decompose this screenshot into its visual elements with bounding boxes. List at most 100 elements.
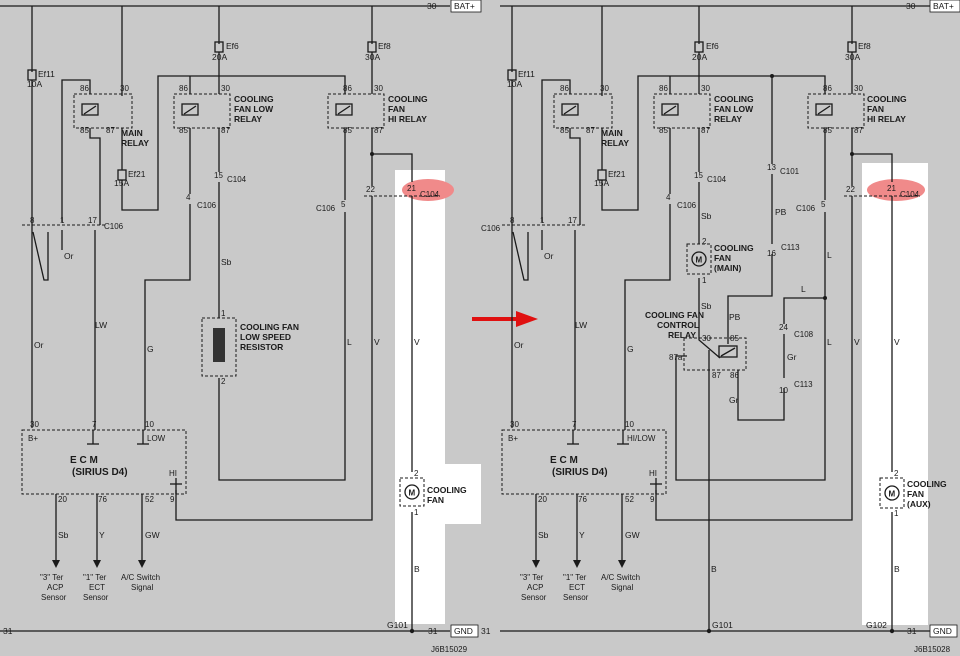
relay-label: FAN — [867, 104, 884, 114]
motor-glyph: M — [889, 490, 896, 499]
pin-number: 15 — [214, 171, 223, 180]
connector-label: C106 — [796, 204, 816, 213]
relay-coil — [815, 103, 833, 116]
relay-label: FAN LOW — [714, 104, 754, 114]
connector-label: C108 — [794, 330, 814, 339]
fuse-rating: 20A — [212, 52, 227, 62]
gnd-label: GND — [933, 626, 952, 636]
relay-pin: 86 — [823, 84, 832, 93]
pin-number: 15 — [694, 171, 703, 180]
sensor-label: A/C Switch — [601, 573, 640, 582]
sensor-label: Signal — [611, 583, 633, 592]
relay-label: COOLING FAN — [645, 310, 704, 320]
arrow-down-icon — [532, 560, 540, 568]
wire-color: G — [627, 344, 634, 354]
motor-glyph: M — [409, 489, 416, 498]
pin-number: 9 — [650, 495, 655, 504]
relay-pin: 30 — [600, 84, 609, 93]
wire — [670, 75, 826, 94]
fan-low-relay — [653, 93, 711, 129]
wire-color: GW — [145, 530, 160, 540]
wire-color: Sb — [701, 301, 712, 311]
relay-coil — [81, 103, 99, 116]
cooling-fan-aux-motor — [879, 477, 905, 509]
pin-number: 76 — [578, 495, 587, 504]
relay-pin: 87 — [701, 126, 710, 135]
ecm-pin-label: HI/LOW — [627, 434, 656, 443]
wire-color: Or — [514, 340, 524, 350]
relay-pin: 85 — [730, 334, 739, 343]
sensor-label: A/C Switch — [121, 573, 160, 582]
wire — [371, 128, 413, 182]
low-speed-resistor — [201, 317, 237, 377]
fan-control-relay — [683, 337, 747, 371]
rail-label: 31 — [428, 626, 438, 636]
rail-label: 31 — [3, 626, 13, 636]
connector-label: C113 — [794, 380, 813, 389]
wire-color: PB — [729, 312, 741, 322]
relay-pin: 87 — [106, 126, 115, 135]
pin-number: 10 — [625, 420, 634, 429]
cooling-fan-motor — [399, 477, 425, 507]
relay-label: RELAY — [234, 114, 262, 124]
pin-number: 2 — [894, 469, 899, 478]
relay-pin: 30 — [702, 334, 711, 343]
motor-icon — [691, 251, 707, 267]
ecm-pin-label: HI — [649, 469, 657, 478]
wire — [541, 79, 571, 222]
connector-label: C106 — [316, 204, 336, 213]
connector-label: C104 — [900, 190, 920, 199]
pin-number: 24 — [779, 323, 788, 332]
wire-color: V — [414, 337, 420, 347]
fuse-rating: 30A — [845, 52, 860, 62]
relay-label: MAIN — [121, 128, 143, 138]
pin-number: 17 — [568, 216, 577, 225]
pin-number: 1 — [540, 216, 545, 225]
ecm-model: (SIRIUS D4) — [72, 467, 128, 478]
fan-label: FAN — [714, 253, 731, 263]
connector-label: C106 — [481, 224, 501, 233]
pin-number: 5 — [341, 200, 346, 209]
connector-label: C106 — [677, 201, 697, 210]
arrow-down-icon — [93, 560, 101, 568]
fuse-rating: 30A — [365, 52, 380, 62]
junction — [770, 74, 774, 78]
aux-wire-highlight-right — [862, 163, 928, 625]
wire-color: Sb — [58, 530, 69, 540]
wire-color: Or — [34, 340, 44, 350]
relay-label: FAN LOW — [234, 104, 274, 114]
relay-pin: 85 — [343, 126, 352, 135]
wire — [144, 204, 191, 430]
wire — [175, 196, 373, 521]
sensor-label: Sensor — [41, 593, 67, 602]
sensor-label: "3" Ter — [40, 573, 64, 582]
arrow-down-icon — [573, 560, 581, 568]
pin-number: 30 — [510, 420, 519, 429]
relay-pin: 86 — [343, 84, 352, 93]
relay-pin: 85 — [560, 126, 569, 135]
ecm-title: E C M — [550, 455, 578, 466]
relay-pin: 87 — [586, 126, 595, 135]
fan-label: (MAIN) — [714, 263, 742, 273]
relay-coil — [661, 103, 679, 116]
ground-node — [889, 628, 895, 634]
relay-pin: 85 — [659, 126, 668, 135]
resistor-label: LOW SPEED — [240, 332, 291, 342]
fuse-label: Ef6 — [706, 41, 719, 51]
wire-color: Gr — [729, 395, 739, 405]
relay-pin: 87 — [221, 126, 230, 135]
wire — [624, 204, 671, 430]
figure-code: J6B15028 — [914, 645, 951, 654]
ecm-pin-label: B+ — [28, 434, 38, 443]
relay-label: COOLING — [234, 94, 274, 104]
relay-label: HI RELAY — [388, 114, 427, 124]
main-relay — [553, 93, 613, 129]
fuse-label: Ef11 — [518, 69, 535, 79]
sensor-label: "1" Ter — [563, 573, 587, 582]
fan-label: FAN — [427, 495, 444, 505]
ecm-pin-label: LOW — [147, 434, 166, 443]
fuse-rating: 10A — [507, 79, 522, 89]
sensor-label: ACP — [47, 583, 63, 592]
sensor-label: Sensor — [563, 593, 589, 602]
relay-coil — [718, 345, 738, 358]
